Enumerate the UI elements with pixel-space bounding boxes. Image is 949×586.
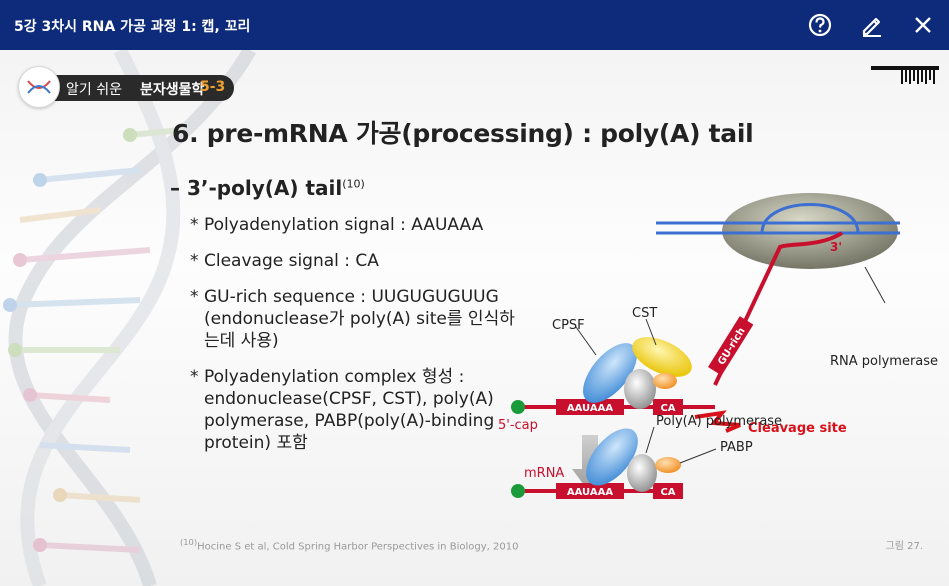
close-button[interactable] — [908, 10, 938, 40]
bullet-mark: * — [190, 215, 199, 235]
rna-polymerase-pointer — [864, 266, 886, 304]
citation: (10)Hocine S et al, Cold Spring Harbor P… — [180, 537, 518, 552]
dna-bubble — [760, 203, 860, 234]
polya-polymerase-shape — [627, 454, 657, 492]
bullet-item: * Polyadenylation complex 형성 : endonucle… — [190, 366, 530, 454]
dna-logo-icon — [27, 80, 51, 94]
five-cap-dot — [511, 400, 525, 414]
ca-label: CA — [660, 403, 675, 414]
bullet-item: * Polyadenylation signal : AAUAAA — [190, 214, 530, 236]
cpsf-shape — [583, 343, 637, 403]
lightning-icon — [694, 410, 741, 433]
aauaaa-label: AAUAAA — [567, 403, 613, 414]
mrna-aauaaa-box — [556, 483, 624, 499]
cleavage-site-label: Cleavage site — [748, 421, 847, 436]
dna-helix-illustration — [3, 50, 257, 586]
help-circle-icon — [808, 13, 832, 37]
polya-polymerase-pointer — [645, 426, 655, 454]
pabp-pointer — [679, 448, 717, 464]
figure-label: 그림 27. — [885, 541, 923, 552]
slide-canvas: 알기 쉬운 분자생물학 5-3 6. pre-mRNA 가공(processin… — [0, 50, 949, 586]
cpsf-pointer — [575, 326, 597, 356]
help-button[interactable] — [805, 10, 835, 40]
three-prime-label: 3' — [830, 240, 842, 254]
citation-text: Hocine S et al, Cold Spring Harbor Persp… — [197, 541, 519, 553]
aauaaa-box — [556, 399, 624, 415]
polyadenylation-diagram-bottom: mRNA AAUAAA CA Poly(A) polymerase PABP — [511, 414, 782, 499]
subheading-text: – 3’-poly(A) tail — [170, 176, 343, 200]
logo-name: 분자생물학 — [140, 82, 205, 98]
polya-polymerase-label: Poly(A) polymerase — [656, 414, 782, 429]
bullet-text: Cleavage signal : CA — [204, 251, 379, 271]
mrna-five-cap-dot — [511, 484, 525, 498]
mrna-ca-label: CA — [660, 487, 675, 498]
nascent-rna-strand — [713, 231, 844, 386]
edit-button[interactable] — [857, 10, 887, 40]
gu-rich-box — [708, 316, 754, 376]
cpsf-label: CPSF — [552, 318, 585, 333]
course-logo: 알기 쉬운 분자생물학 5-3 — [18, 66, 234, 108]
logo-number: 5-3 — [200, 79, 226, 95]
bullet-text: Polyadenylation complex 형성 : endonucleas… — [204, 367, 495, 453]
polya-polymerase-shape-top — [624, 369, 656, 409]
subheading-ref: (10) — [342, 177, 365, 191]
close-icon — [915, 17, 931, 33]
cst-label: CST — [632, 306, 657, 321]
mrna-ca-box — [653, 483, 683, 499]
bullet-list: * Polyadenylation signal : AAUAAA * Clea… — [190, 214, 530, 468]
ca-box — [653, 399, 683, 415]
bullet-mark: * — [190, 251, 199, 271]
bullet-mark: * — [190, 287, 199, 307]
title-bar: 5강 3차시 RNA 가공 과정 1: 캡, 꼬리 — [0, 0, 949, 50]
pencil-icon — [862, 17, 881, 37]
pabp-shape-top — [653, 373, 677, 389]
brand-barcode-icon — [871, 66, 939, 84]
rna-polymerase-shape — [722, 193, 898, 269]
bullet-item: * Cleavage signal : CA — [190, 250, 530, 272]
mrna-cpsf-shape — [586, 428, 638, 486]
pabp-shape — [655, 457, 681, 473]
five-cap-label: 5'-cap — [498, 418, 538, 433]
logo-prefix: 알기 쉬운 — [66, 82, 122, 98]
rna-polymerase-label: RNA polymerase — [830, 354, 938, 369]
pabp-label: PABP — [720, 440, 753, 455]
cst-pointer — [645, 318, 657, 346]
citation-ref: (10) — [180, 537, 198, 547]
cst-shape — [632, 337, 692, 377]
logo-emblem — [18, 66, 60, 108]
bullet-text: Polyadenylation signal : AAUAAA — [204, 215, 484, 235]
logo-banner: 알기 쉬운 분자생물학 5-3 — [48, 75, 234, 101]
bullet-mark: * — [190, 367, 199, 387]
mrna-aauaaa-label: AAUAAA — [567, 487, 613, 498]
slide-subheading: – 3’-poly(A) tail(10) — [170, 176, 365, 200]
window-title: 5강 3차시 RNA 가공 과정 1: 캡, 꼬리 — [14, 19, 251, 35]
bullet-text: GU-rich sequence : UUGUGUGUUG (endonucle… — [204, 287, 515, 351]
slide-heading: 6. pre-mRNA 가공(processing) : poly(A) tai… — [172, 119, 754, 148]
bullet-item: * GU-rich sequence : UUGUGUGUUG (endonuc… — [190, 286, 530, 352]
mrna-strand-label: mRNA — [524, 466, 564, 481]
